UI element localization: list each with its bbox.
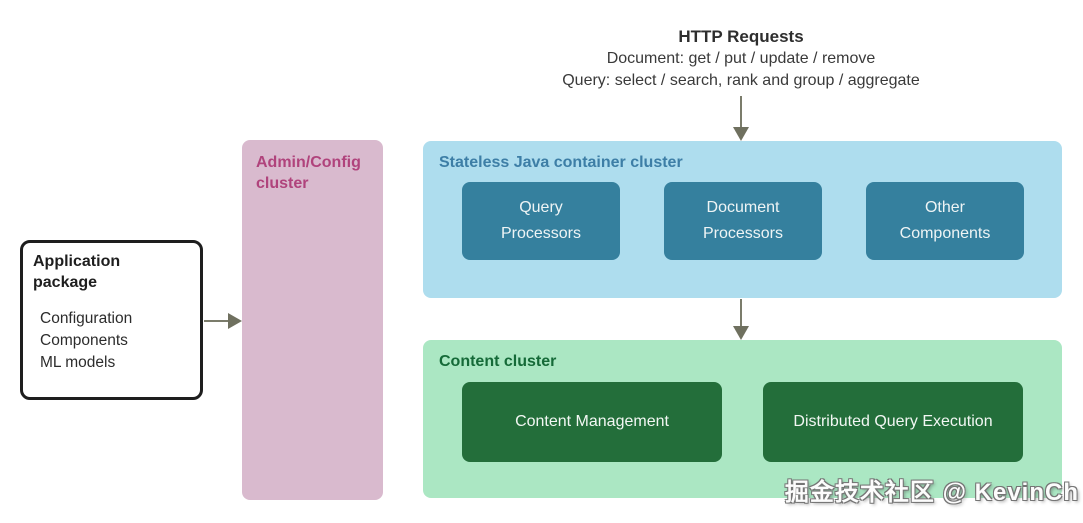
document-processors-box: Document Processors (664, 182, 822, 260)
document-operations-line: Document: get / put / update / remove (606, 50, 876, 67)
stateless-container-cluster-title: Stateless Java container cluster (439, 154, 683, 171)
arrow-line (740, 96, 742, 128)
admin-config-cluster: Admin/Config cluster (242, 140, 383, 500)
package-item-components: Components (40, 332, 128, 349)
http-requests-title: HTTP Requests (678, 27, 804, 46)
query-processors-box: Query Processors (462, 182, 620, 260)
query-operations-line: Query: select / search, rank and group /… (562, 72, 920, 89)
arrow-head-right-icon (228, 313, 242, 329)
http-requests-header: HTTP Requests Document: get / put / upda… (562, 26, 920, 92)
arrow-head-down-icon (733, 326, 749, 340)
application-package-box: Application package Configuration Compon… (20, 240, 203, 400)
other-components-box: Other Components (866, 182, 1024, 260)
content-cluster-title: Content cluster (439, 353, 557, 370)
application-package-items: Configuration Components ML models (40, 308, 192, 374)
content-management-box: Content Management (462, 382, 722, 462)
distributed-query-execution-box: Distributed Query Execution (763, 382, 1023, 462)
arrow-line (740, 299, 742, 327)
arrow-line (204, 320, 230, 322)
admin-config-cluster-title: Admin/Config cluster (256, 154, 361, 192)
arrow-head-down-icon (733, 127, 749, 141)
watermark: 掘金技术社区 @ KevinCh (784, 479, 1079, 506)
package-item-ml-models: ML models (40, 354, 116, 371)
package-item-configuration: Configuration (40, 310, 133, 327)
application-package-title: Application package (33, 253, 121, 291)
